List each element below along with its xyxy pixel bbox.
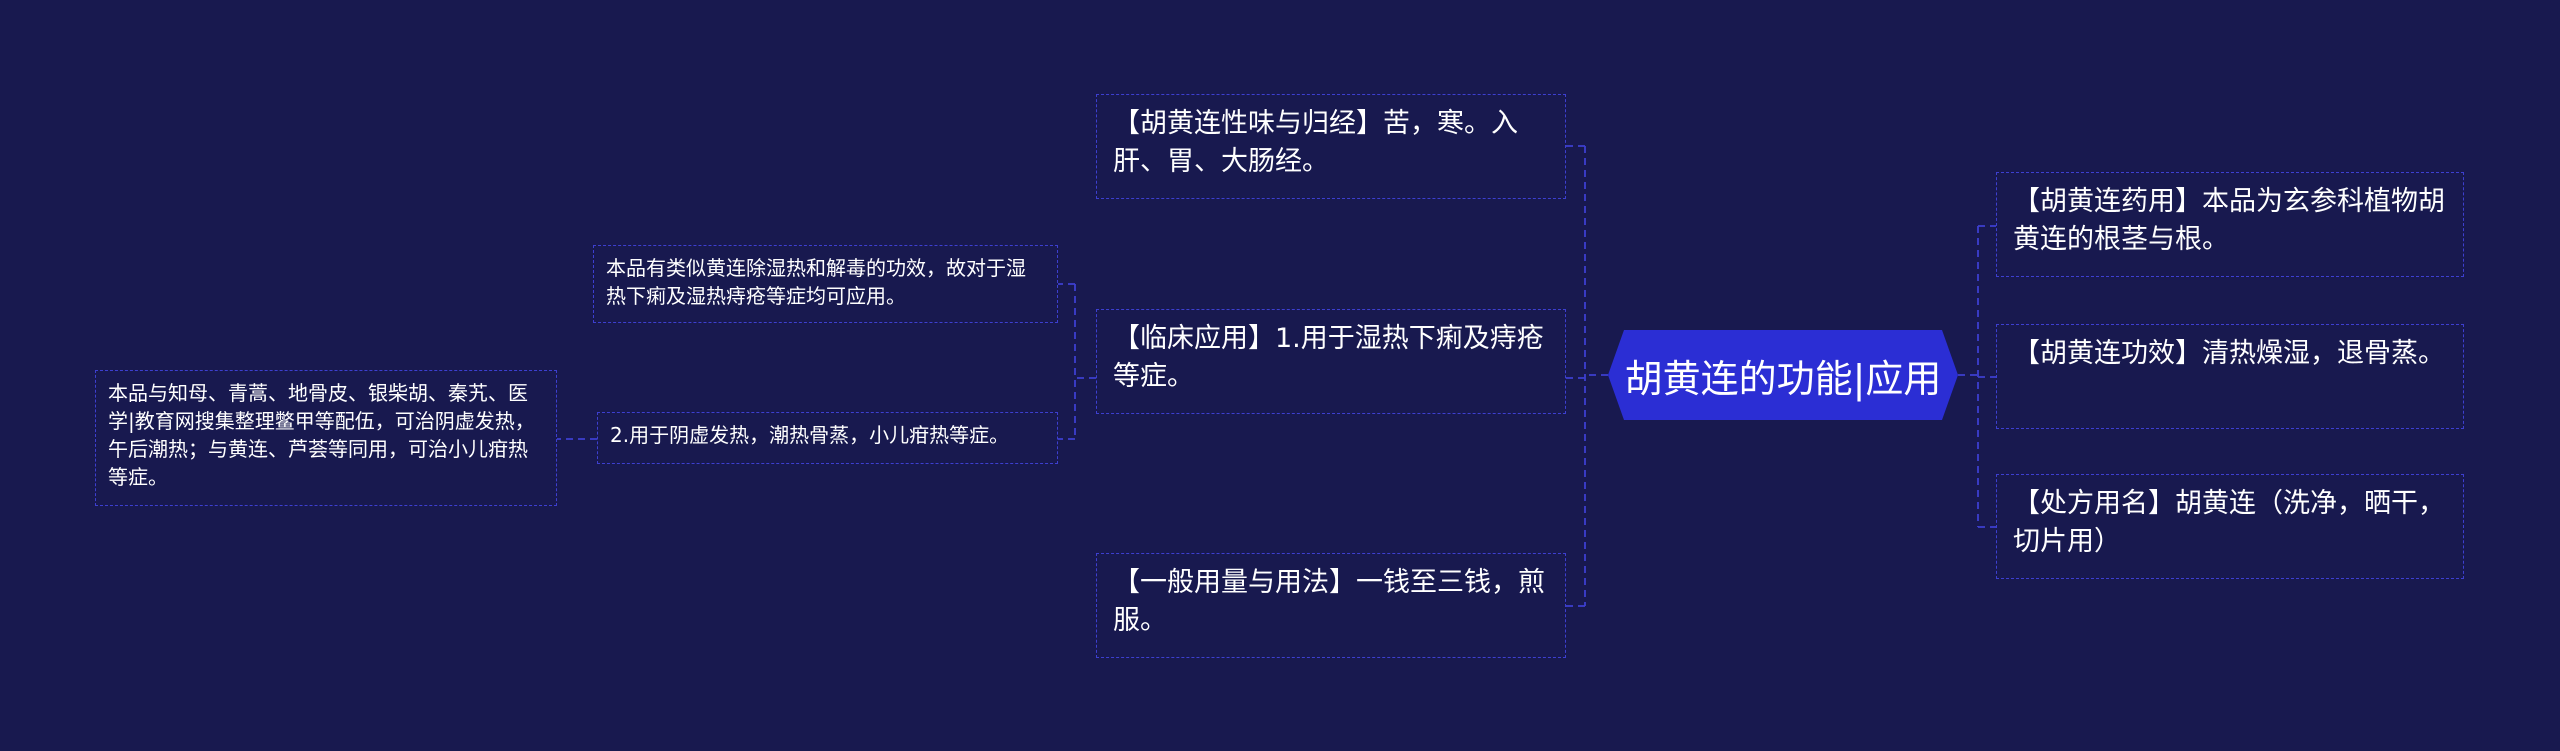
topic-prescription-name-text: 【处方用名】胡黄连（洗净，晒干，切片用） <box>2013 488 2445 557</box>
topic-medicinal-use[interactable]: 【胡黄连药用】本品为玄参科植物胡黄连的根茎与根。 <box>1996 172 2464 277</box>
subtopic-compatibility[interactable]: 本品与知母、青蒿、地骨皮、银柴胡、秦艽、医学|教育网搜集整理鳖甲等配伍，可治阴虚… <box>95 370 557 506</box>
topic-clinical-application-text: 【临床应用】1.用于湿热下痢及痔疮等症。 <box>1113 323 1544 392</box>
topic-clinical-application[interactable]: 【临床应用】1.用于湿热下痢及痔疮等症。 <box>1096 309 1566 414</box>
subtopic-damp-heat-text: 本品有类似黄连除湿热和解毒的功效，故对于湿热下痢及湿热痔疮等症均可应用。 <box>606 256 1026 308</box>
subtopic-compatibility-text: 本品与知母、青蒿、地骨皮、银柴胡、秦艽、医学|教育网搜集整理鳖甲等配伍，可治阴虚… <box>108 381 535 489</box>
topic-dosage-usage[interactable]: 【一般用量与用法】一钱至三钱，煎服。 <box>1096 553 1566 658</box>
connector-clinical-children <box>1058 283 1096 440</box>
topic-efficacy-text: 【胡黄连功效】清热燥湿，退骨蒸。 <box>2013 338 2445 369</box>
topic-nature-meridian[interactable]: 【胡黄连性味与归经】苦，寒。入肝、胃、大肠经。 <box>1096 94 1566 199</box>
topic-efficacy[interactable]: 【胡黄连功效】清热燥湿，退骨蒸。 <box>1996 324 2464 429</box>
subtopic-yin-deficiency[interactable]: 2.用于阴虚发热，潮热骨蒸，小儿疳热等症。 <box>597 412 1058 464</box>
connector-root-right <box>1958 225 1996 528</box>
root-hexagon-shape <box>1608 330 1958 420</box>
subtopic-yin-deficiency-text: 2.用于阴虚发热，潮热骨蒸，小儿疳热等症。 <box>610 423 1010 447</box>
topic-nature-meridian-text: 【胡黄连性味与归经】苦，寒。入肝、胃、大肠经。 <box>1113 108 1518 177</box>
topic-prescription-name[interactable]: 【处方用名】胡黄连（洗净，晒干，切片用） <box>1996 474 2464 579</box>
root-topic-label: 胡黄连的功能|应用 <box>1624 356 1942 401</box>
connector-root-left <box>1566 145 1608 607</box>
subtopic-damp-heat[interactable]: 本品有类似黄连除湿热和解毒的功效，故对于湿热下痢及湿热痔疮等症均可应用。 <box>593 245 1058 323</box>
topic-dosage-usage-text: 【一般用量与用法】一钱至三钱，煎服。 <box>1113 567 1545 636</box>
root-topic[interactable]: 胡黄连的功能|应用 <box>1608 330 1958 420</box>
topic-medicinal-use-text: 【胡黄连药用】本品为玄参科植物胡黄连的根茎与根。 <box>2013 186 2445 255</box>
